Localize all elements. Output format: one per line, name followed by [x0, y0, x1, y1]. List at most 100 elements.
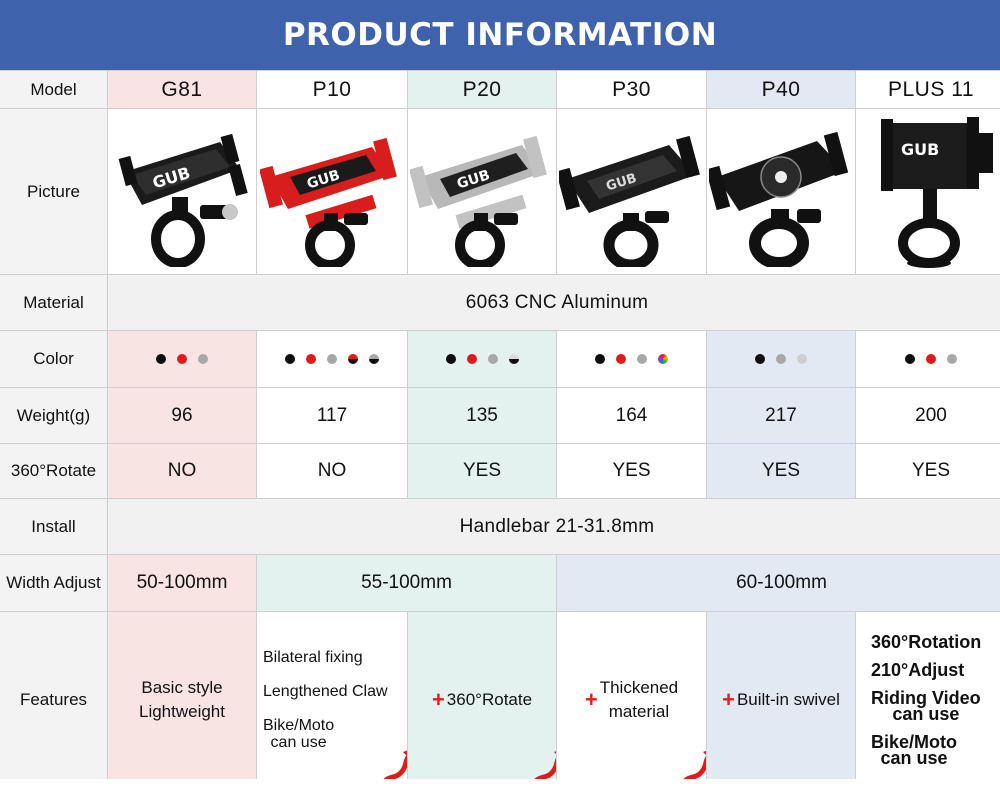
- feature-text: Riding Video: [871, 688, 981, 708]
- color-dot-silver: [776, 354, 786, 364]
- picture-plus11: GUB: [856, 109, 1000, 274]
- rotate-g81: NO: [108, 444, 256, 498]
- color-dot-rainbow: [658, 354, 668, 364]
- color-dot-red: [177, 354, 187, 364]
- color-dot-black: [285, 354, 295, 364]
- color-dot-silver: [198, 354, 208, 364]
- row-label-material: Material: [0, 275, 107, 330]
- picture-g81: GUB: [108, 109, 256, 274]
- color-dot-black: [156, 354, 166, 364]
- features-g81: Basic style Lightweight: [108, 612, 256, 788]
- picture-p20: GUB: [408, 109, 556, 274]
- material-value: 6063 CNC Aluminum: [108, 275, 1000, 330]
- color-dot-black: [445, 354, 456, 364]
- feature-text: Lightweight: [138, 702, 225, 721]
- phone-holder-icon: GUB: [259, 137, 397, 267]
- color-dot-silver: [327, 354, 337, 364]
- footer-strip: [0, 779, 1000, 797]
- phone-holder-icon: GUB: [118, 133, 248, 267]
- feature-text: material: [608, 702, 670, 721]
- color-dot-white-black: [508, 354, 519, 364]
- row-label-rotate: 360°Rotate: [0, 444, 107, 498]
- model-plus11: PLUS 11: [856, 71, 1000, 108]
- feature-text: can use: [270, 734, 327, 751]
- rotate-p10: NO: [257, 444, 407, 498]
- feature-text: 360°Rotate: [446, 690, 533, 709]
- feature-text: Lengthened Claw: [263, 683, 388, 700]
- row-label-color: Color: [0, 331, 107, 387]
- color-dot-red: [616, 354, 626, 364]
- phone-holder-icon: GUB: [559, 135, 700, 267]
- features-p40: + Built-in swivel: [707, 612, 855, 788]
- weight-p40: 217: [707, 388, 855, 443]
- model-g81: G81: [108, 71, 256, 108]
- color-dot-silver: [487, 354, 498, 364]
- weight-plus11: 200: [856, 388, 1000, 443]
- colors-g81: [108, 331, 256, 387]
- width-g81: 50-100mm: [108, 555, 256, 611]
- color-dot-silver: [637, 354, 647, 364]
- feature-text: can use: [880, 748, 948, 768]
- feature-text: Bilateral fixing: [263, 649, 363, 666]
- model-p30: P30: [557, 71, 706, 108]
- row-label-weight: Weight(g): [0, 388, 107, 443]
- color-dot-red: [306, 354, 316, 364]
- weight-g81: 96: [108, 388, 256, 443]
- colors-p30: [557, 331, 706, 387]
- color-dot-red: [926, 354, 936, 364]
- features-p20: + 360°Rotate: [408, 612, 556, 788]
- model-p40: P40: [707, 71, 855, 108]
- features-p10: Bilateral fixing Lengthened Claw Bike/Mo…: [257, 612, 407, 788]
- feature-text: Basic style: [141, 678, 223, 697]
- row-label-install: Install: [0, 499, 107, 554]
- weight-p30: 164: [557, 388, 706, 443]
- colors-p20: [408, 331, 556, 387]
- picture-p10: GUB: [257, 109, 407, 274]
- row-label-width: Width Adjust: [0, 555, 107, 611]
- colors-plus11: [856, 331, 1000, 387]
- color-dot-black: [905, 354, 915, 364]
- color-dot-light-silver: [797, 354, 807, 364]
- row-label-picture: Picture: [0, 109, 107, 274]
- rotate-plus11: YES: [856, 444, 1000, 498]
- row-label-model: Model: [0, 71, 107, 108]
- feature-text: Built-in swivel: [736, 690, 840, 709]
- feature-text: 360°Rotation: [871, 632, 982, 652]
- features-p30: + Thickened material: [557, 612, 706, 788]
- features-plus11: 360°Rotation 210°Adjust Riding Video can…: [856, 612, 1000, 788]
- width-p30-plus11: 60-100mm: [557, 555, 1000, 611]
- install-value: Handlebar 21-31.8mm: [108, 499, 1000, 554]
- color-dot-silver: [947, 354, 957, 364]
- color-dot-black: [595, 354, 605, 364]
- picture-p40: [707, 109, 855, 274]
- weight-p10: 117: [257, 388, 407, 443]
- picture-p30: GUB: [557, 109, 706, 274]
- svg-text:GUB: GUB: [901, 140, 939, 159]
- color-dot-silver-black: [369, 354, 379, 364]
- phone-holder-icon: GUB: [409, 135, 547, 267]
- page-title: PRODUCT INFORMATION: [0, 0, 1000, 70]
- rotate-p40: YES: [707, 444, 855, 498]
- width-p10-p20: 55-100mm: [257, 555, 556, 611]
- product-table: Model G81 P10 P20 P30 P40 PLUS 11 Pictur…: [0, 70, 1000, 788]
- plus-icon: +: [431, 687, 445, 712]
- row-label-features: Features: [0, 612, 107, 788]
- model-p20: P20: [408, 71, 556, 108]
- color-dot-red-black: [348, 354, 358, 364]
- feature-text: Bike/Moto: [871, 732, 958, 752]
- feature-text: 210°Adjust: [871, 660, 965, 680]
- model-p10: P10: [257, 71, 407, 108]
- rotate-p20: YES: [408, 444, 556, 498]
- weight-p20: 135: [408, 388, 556, 443]
- feature-text: Bike/Moto: [263, 717, 335, 734]
- plus-icon: +: [584, 687, 598, 712]
- color-dot-black: [755, 354, 765, 364]
- phone-holder-icon: [708, 131, 848, 267]
- phone-holder-icon: GUB: [881, 116, 993, 268]
- feature-text: Thickened: [599, 678, 679, 697]
- rotate-p30: YES: [557, 444, 706, 498]
- colors-p40: [707, 331, 855, 387]
- feature-text: can use: [892, 704, 960, 724]
- color-dot-red: [466, 354, 477, 364]
- colors-p10: [257, 331, 407, 387]
